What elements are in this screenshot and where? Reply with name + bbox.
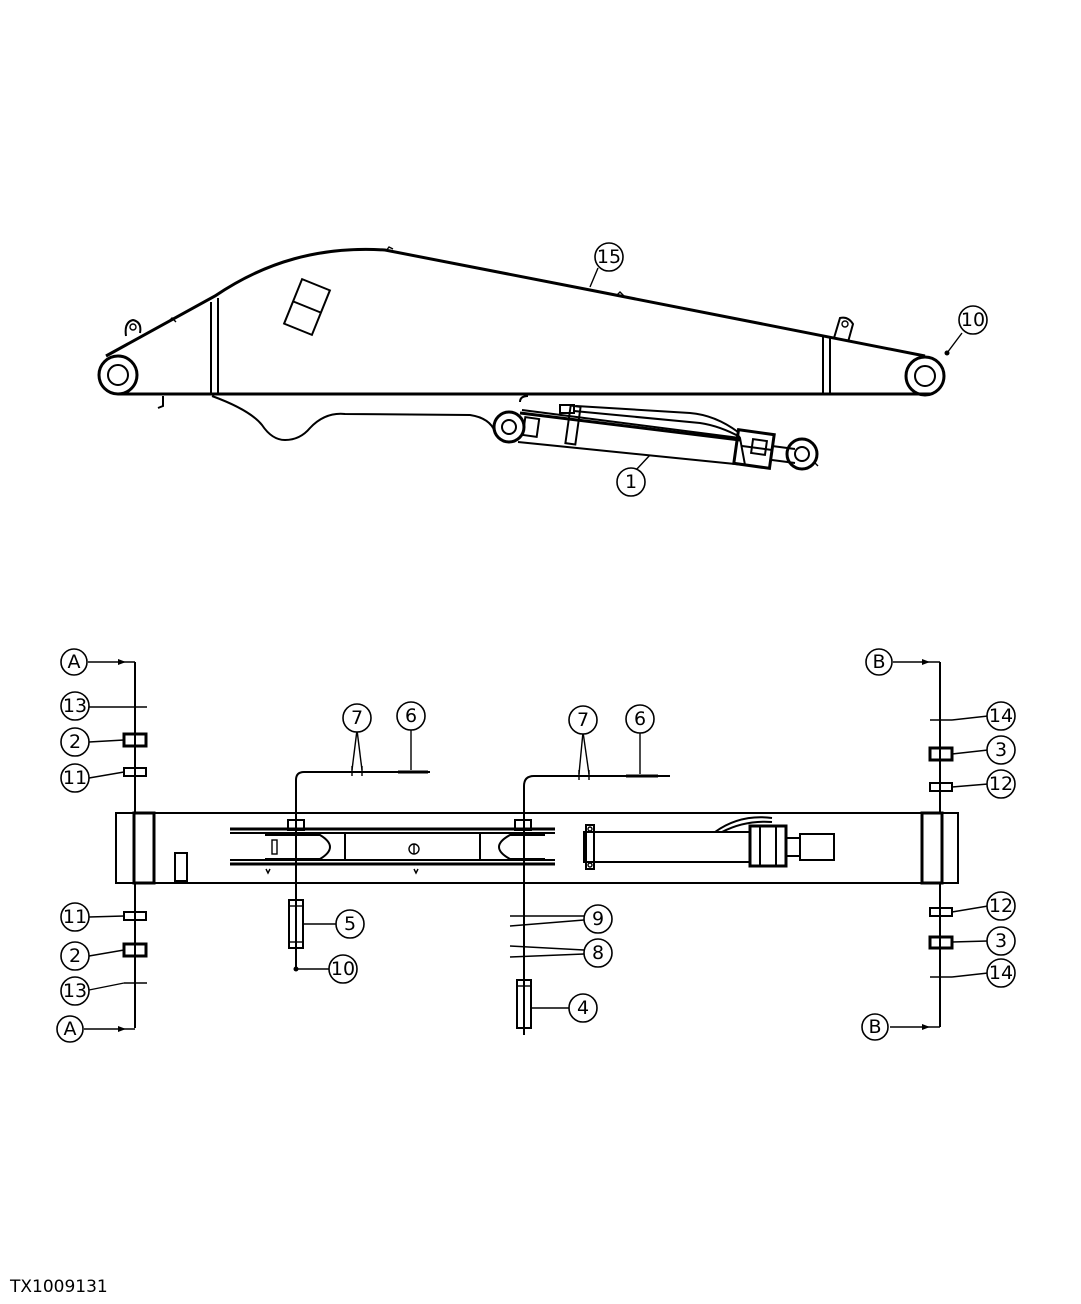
side-view-arm	[97, 246, 963, 442]
callout-7-right: 7	[568, 705, 598, 735]
callout-7-left: 7	[342, 703, 372, 733]
svg-text:A: A	[64, 1018, 77, 1040]
svg-text:7: 7	[577, 709, 589, 731]
callout-3-top: 3	[986, 735, 1016, 765]
callout-section-a-top: A	[60, 648, 88, 676]
callout-6-right: 6	[625, 704, 655, 734]
svg-text:10: 10	[961, 309, 985, 331]
svg-text:11: 11	[63, 767, 87, 789]
callout-5: 5	[335, 909, 365, 939]
callout-13-bottom: 13	[60, 976, 90, 1006]
svg-text:1: 1	[625, 471, 637, 493]
svg-text:4: 4	[577, 997, 589, 1019]
svg-text:6: 6	[405, 705, 417, 727]
top-view-arm	[115, 811, 959, 885]
figure-id: TX1009131	[9, 1277, 108, 1297]
pin-assembly-right	[509, 731, 670, 1035]
callout-2-bottom: 2	[60, 941, 90, 971]
svg-text:7: 7	[351, 707, 363, 729]
svg-text:11: 11	[63, 906, 87, 928]
svg-text:A: A	[68, 651, 81, 673]
callout-3-bottom: 3	[986, 926, 1016, 956]
svg-text:6: 6	[634, 708, 646, 730]
callout-11-top: 11	[60, 763, 90, 793]
callout-8: 8	[583, 938, 613, 968]
callout-12-top: 12	[986, 769, 1016, 799]
svg-text:2: 2	[69, 731, 81, 753]
callout-1: 1	[616, 454, 651, 497]
callout-14-top: 14	[986, 701, 1016, 731]
callout-6-left: 6	[396, 701, 426, 731]
callout-2-top: 2	[60, 727, 90, 757]
svg-text:8: 8	[592, 942, 604, 964]
callout-11-bottom: 11	[60, 902, 90, 932]
svg-text:13: 13	[63, 980, 87, 1002]
svg-text:3: 3	[995, 739, 1007, 761]
svg-text:B: B	[868, 1016, 881, 1038]
svg-text:12: 12	[989, 773, 1013, 795]
svg-text:14: 14	[989, 705, 1013, 727]
svg-text:9: 9	[592, 908, 604, 930]
callout-12-bottom: 12	[986, 891, 1016, 921]
svg-text:5: 5	[344, 913, 356, 935]
callout-15: 15	[589, 242, 624, 288]
callout-4: 4	[568, 993, 598, 1023]
section-line-b	[890, 659, 989, 1030]
callout-13-top: 13	[60, 691, 90, 721]
callout-section-b-top: B	[865, 648, 893, 676]
svg-text:B: B	[872, 651, 885, 673]
callout-9: 9	[583, 904, 613, 934]
svg-text:12: 12	[989, 895, 1013, 917]
svg-text:13: 13	[63, 695, 87, 717]
callout-10-top: 10	[328, 954, 358, 984]
callout-section-a-bottom: A	[56, 1015, 84, 1043]
svg-text:3: 3	[995, 930, 1007, 952]
callout-10-side: 10	[958, 305, 988, 335]
svg-text:10: 10	[331, 958, 355, 980]
callout-section-b-bottom: B	[861, 1013, 889, 1041]
hydraulic-cylinder	[492, 395, 819, 471]
svg-text:15: 15	[597, 246, 621, 268]
svg-text:14: 14	[989, 962, 1013, 984]
pin-assembly-left	[288, 728, 430, 972]
svg-text:2: 2	[69, 945, 81, 967]
section-line-a	[84, 659, 148, 1032]
callout-14-bottom: 14	[986, 958, 1016, 988]
